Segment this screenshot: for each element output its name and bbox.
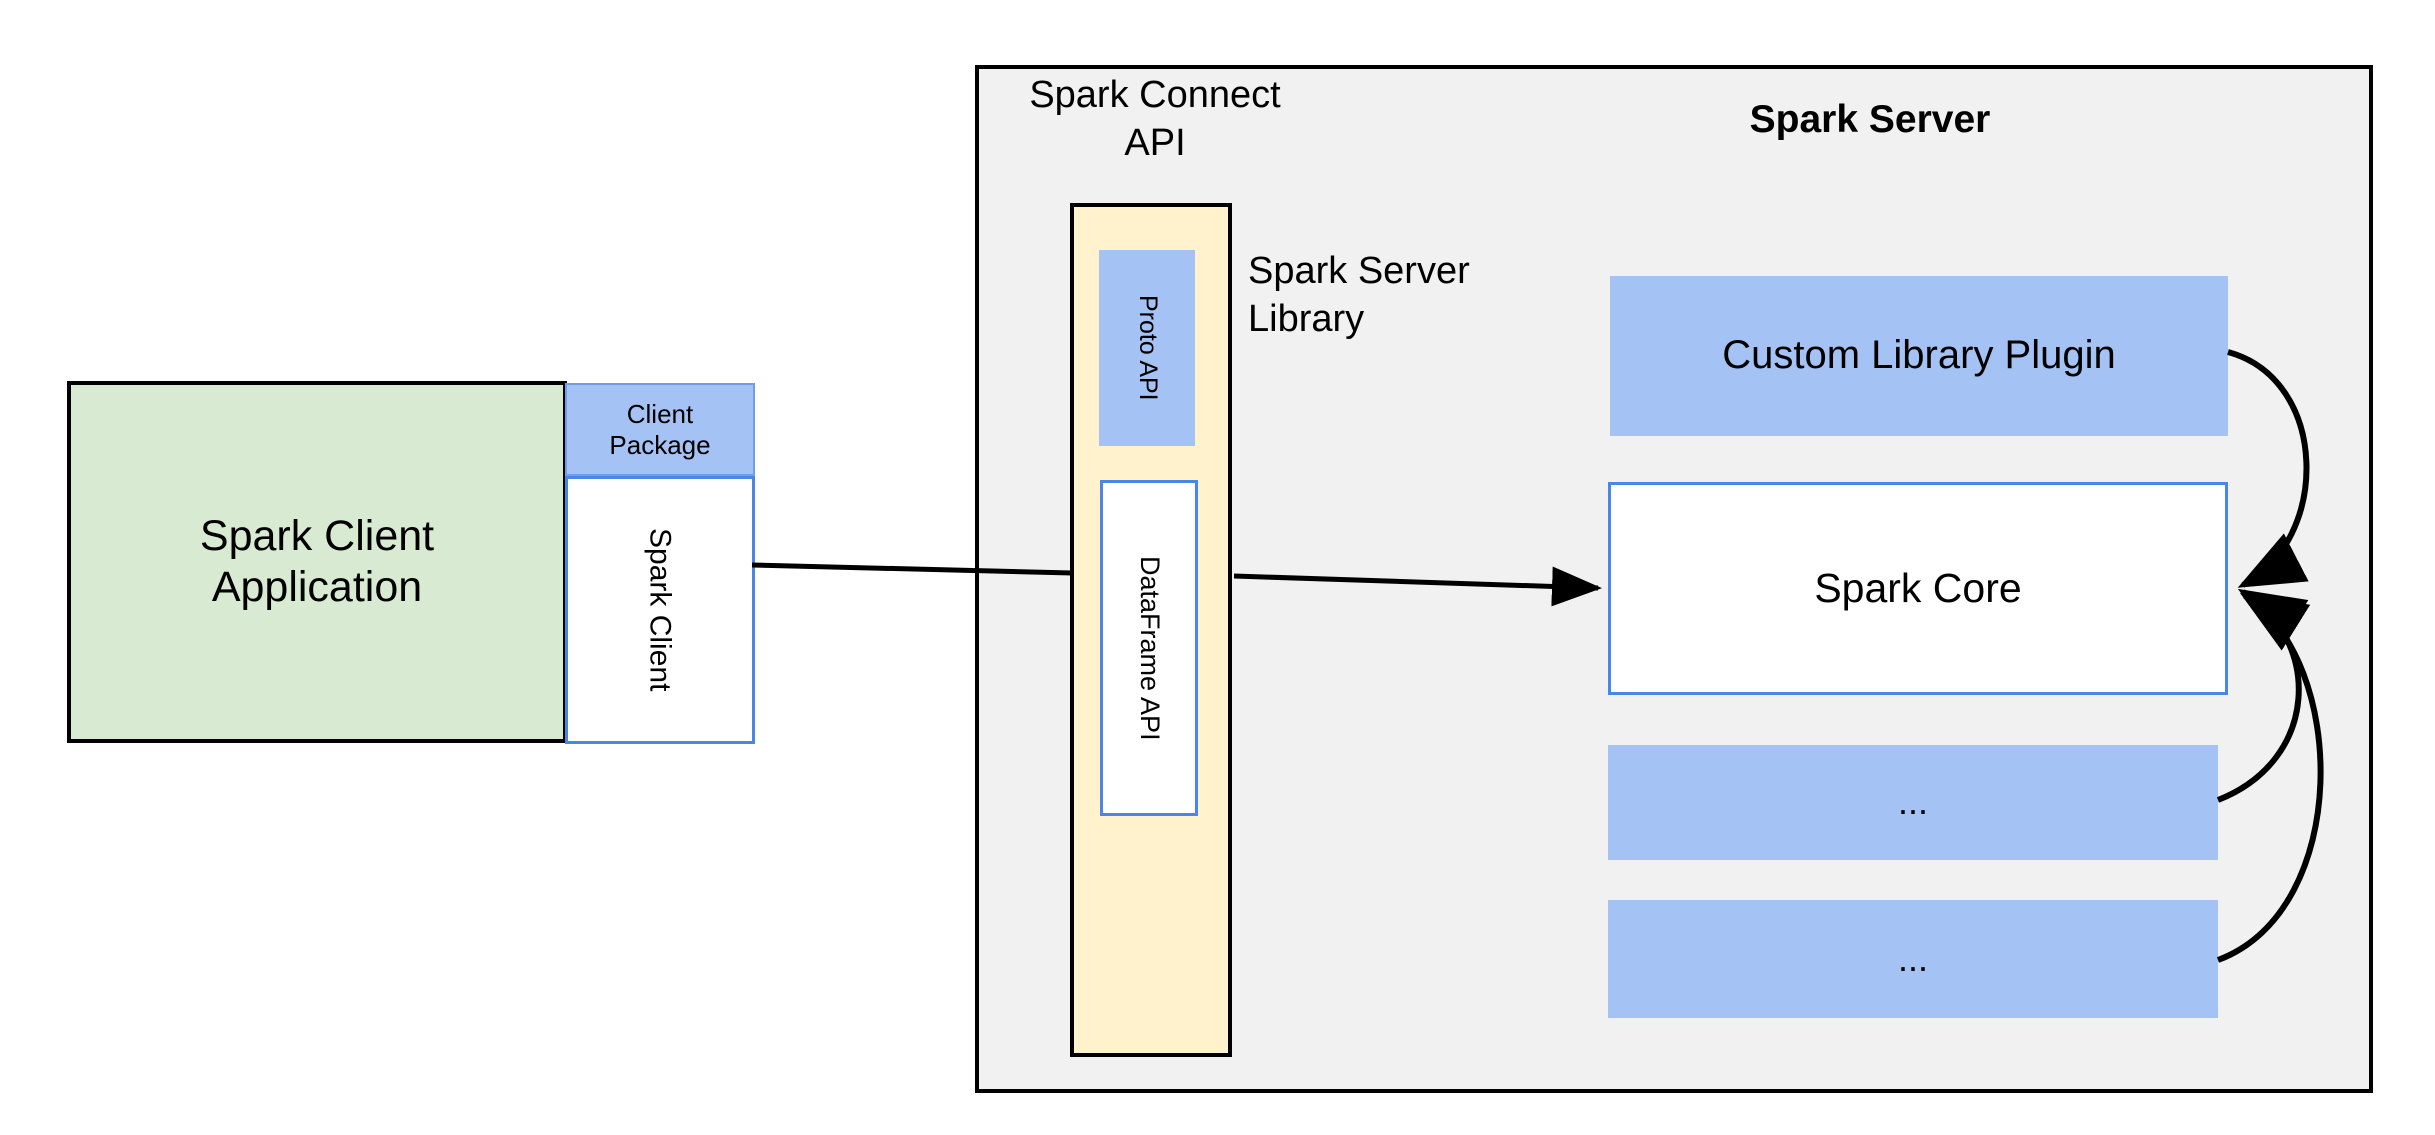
server-library-line2: Library: [1248, 297, 1365, 340]
app-label-line1: Spark Client: [199, 512, 435, 561]
dataframe-api-label: DataFrame API: [1134, 555, 1165, 741]
connect-api-line1: Spark Connect: [1029, 74, 1281, 116]
custom-library-plugin-label: Custom Library Plugin: [1722, 333, 2116, 378]
spark-core-label: Spark Core: [1814, 565, 2022, 612]
custom-library-plugin-box[interactable]: Custom Library Plugin: [1610, 276, 2228, 436]
proto-api-label: Proto API: [1133, 295, 1162, 401]
server-library-line1: Spark Server: [1248, 250, 1470, 292]
server-component-placeholder-2[interactable]: ...: [1608, 900, 2218, 1018]
package-label-line2: Package: [609, 429, 711, 460]
package-label-line1: Client: [626, 398, 694, 429]
connect-api-label-text: Spark Connect API: [1029, 72, 1280, 167]
server-component-placeholder-1[interactable]: ...: [1608, 745, 2218, 860]
spark-client-application-label: Spark Client Application: [200, 511, 434, 612]
spark-core-box[interactable]: Spark Core: [1608, 482, 2228, 695]
client-package-box[interactable]: Client Package: [565, 383, 755, 476]
app-label-line2: Application: [211, 563, 423, 611]
connect-api-line2: API: [1124, 121, 1186, 164]
proto-api-box[interactable]: Proto API: [1099, 250, 1195, 446]
placeholder-1-label: ...: [1897, 781, 1928, 823]
spark-connect-api-label: Spark Connect API: [1010, 72, 1300, 164]
placeholder-2-label: ...: [1897, 937, 1928, 979]
spark-client-label: Spark Client: [643, 528, 677, 692]
server-library-label-text: Spark Server Library: [1248, 248, 1470, 343]
spark-client-box[interactable]: Spark Client: [565, 476, 755, 744]
dataframe-api-box[interactable]: DataFrame API: [1100, 480, 1198, 816]
client-package-label: Client Package: [609, 399, 710, 460]
spark-client-application-box[interactable]: Spark Client Application: [67, 381, 567, 743]
spark-server-title: Spark Server: [1749, 97, 1991, 141]
spark-server-library-label: Spark Server Library: [1248, 248, 1548, 346]
